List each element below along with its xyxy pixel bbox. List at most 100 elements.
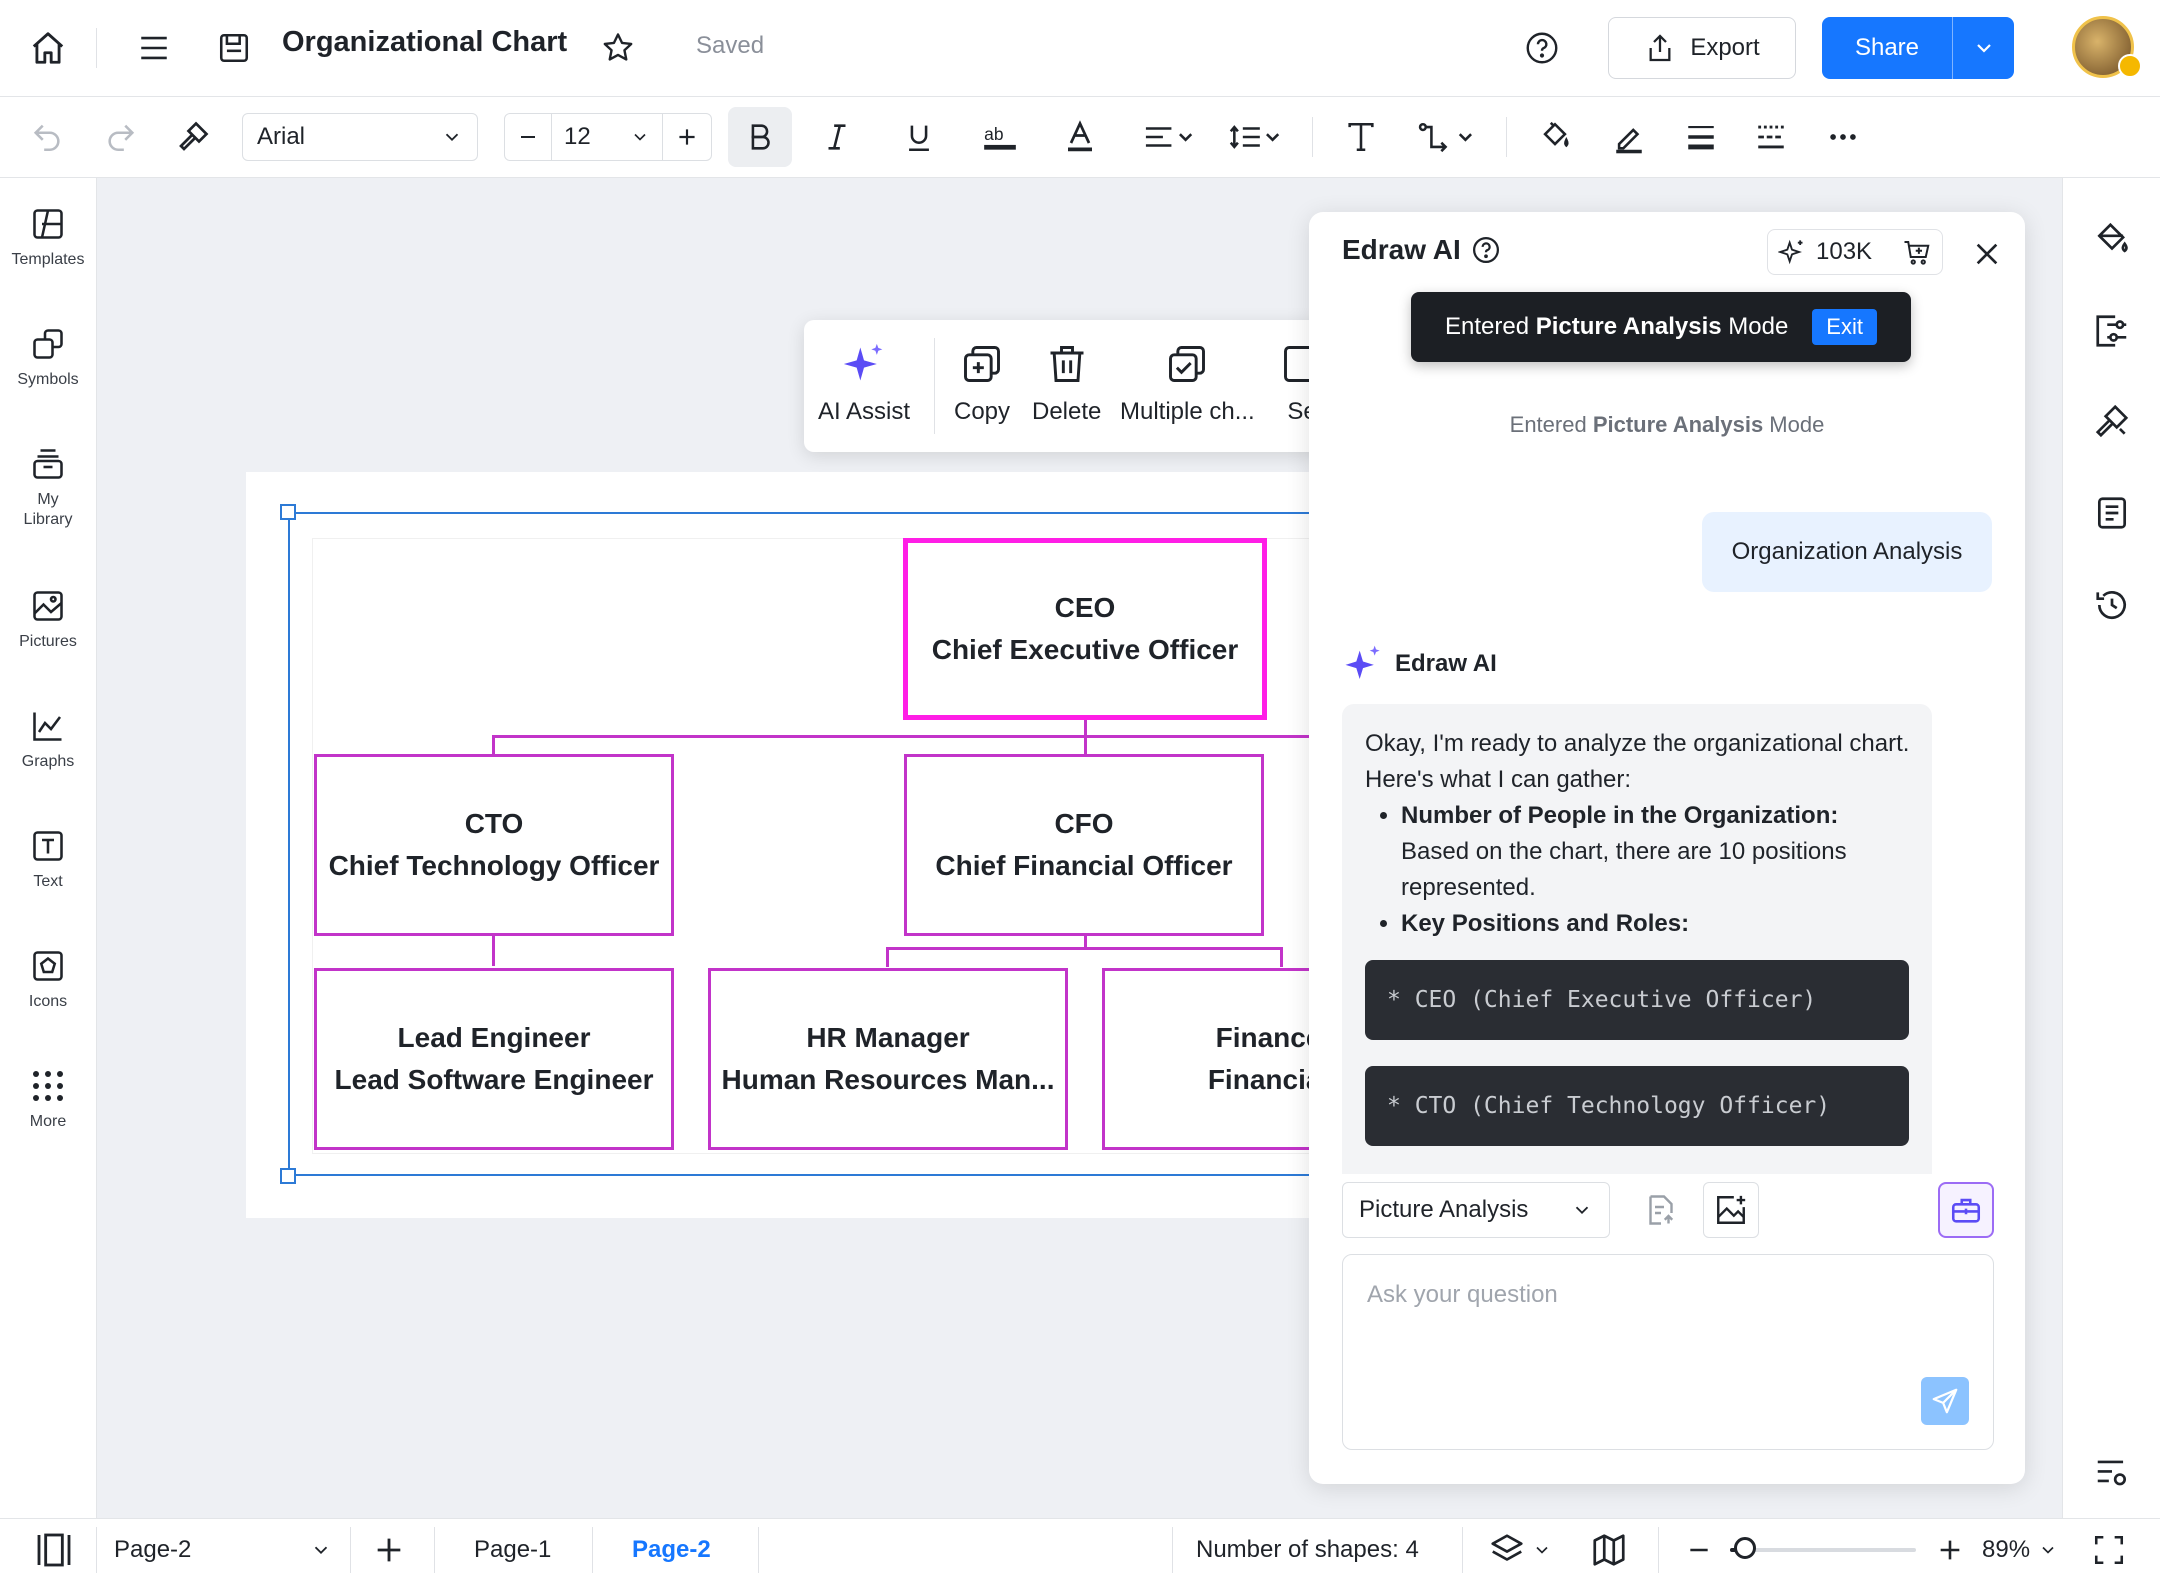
- strikethrough-text-icon[interactable]: ab: [974, 97, 1026, 177]
- layers-button[interactable]: [1488, 1519, 1552, 1581]
- line-weight-icon[interactable]: [1676, 97, 1726, 177]
- sidebar-item-icons[interactable]: Icons: [0, 948, 96, 1012]
- org-node-ceo[interactable]: CEO Chief Executive Officer: [903, 538, 1267, 720]
- sidebar-item-symbols[interactable]: Symbols: [0, 326, 96, 390]
- settings-list-icon[interactable]: [2087, 1448, 2137, 1498]
- ai-assist-button[interactable]: AI Assist: [818, 342, 910, 426]
- save-icon[interactable]: [210, 24, 258, 72]
- adjust-panel-icon[interactable]: [2087, 306, 2137, 356]
- exit-mode-button[interactable]: Exit: [1812, 309, 1877, 345]
- send-button[interactable]: [1921, 1377, 1969, 1425]
- org-node-hr-manager[interactable]: HR Manager Human Resources Man...: [708, 968, 1068, 1150]
- zoom-out-icon[interactable]: [1686, 1519, 1712, 1581]
- connector-icon[interactable]: [1410, 97, 1484, 177]
- code-block: * CTO (Chief Technology Officer): [1365, 1066, 1909, 1146]
- ai-panel-header: Edraw AI: [1342, 234, 1501, 266]
- share-label[interactable]: Share: [1822, 17, 1953, 79]
- send-icon: [1930, 1386, 1960, 1416]
- sidebar-item-pictures[interactable]: Pictures: [0, 588, 96, 652]
- fill-bucket-icon[interactable]: [2087, 214, 2137, 264]
- increase-size-button[interactable]: [662, 114, 711, 160]
- history-icon[interactable]: [2087, 580, 2137, 630]
- font-color-icon[interactable]: [1054, 97, 1106, 177]
- zoom-in-icon[interactable]: [1936, 1519, 1964, 1581]
- canvas-page[interactable]: CEO Chief Executive Officer CTO Chief Te…: [246, 472, 1316, 1218]
- cart-icon[interactable]: [1902, 237, 1932, 267]
- line-color-icon[interactable]: [1604, 97, 1654, 177]
- copy-button[interactable]: Copy: [954, 342, 1010, 426]
- sidebar-item-graphs[interactable]: Graphs: [0, 708, 96, 772]
- sidebar-item-templates[interactable]: Templates: [0, 206, 96, 270]
- italic-icon[interactable]: [812, 97, 862, 177]
- fullscreen-icon[interactable]: [2092, 1519, 2126, 1581]
- share-dropdown[interactable]: [1953, 17, 2014, 79]
- star-icon[interactable]: [594, 24, 642, 72]
- format-painter-icon[interactable]: [168, 97, 218, 177]
- toolbox-button[interactable]: [1938, 1182, 1994, 1238]
- document-title[interactable]: Organizational Chart: [282, 26, 567, 59]
- connector-line: [886, 947, 889, 967]
- zoom-select[interactable]: 89%: [1982, 1519, 2058, 1581]
- help-icon[interactable]: [1471, 235, 1501, 265]
- sidebar-item-text[interactable]: Text: [0, 828, 96, 892]
- connector-line: [886, 947, 1282, 950]
- share-button[interactable]: Share: [1822, 17, 2014, 79]
- sidebar-item-my-library[interactable]: My Library: [0, 446, 96, 530]
- upload-image-button[interactable]: [1703, 1182, 1759, 1238]
- page-list-icon[interactable]: [2087, 488, 2137, 538]
- page-panel-icon[interactable]: [34, 1519, 74, 1581]
- add-page-icon[interactable]: [372, 1519, 406, 1581]
- line-spacing-icon[interactable]: [1224, 97, 1290, 177]
- export-button[interactable]: Export: [1608, 17, 1796, 79]
- more-options-icon[interactable]: [1818, 97, 1868, 177]
- sidebar-item-label: More: [30, 1112, 66, 1132]
- org-node-cto[interactable]: CTO Chief Technology Officer: [314, 754, 674, 936]
- plus-icon: [674, 124, 700, 150]
- sidebar-item-label: My Library: [24, 490, 73, 530]
- org-node-cfo[interactable]: CFO Chief Financial Officer: [904, 754, 1264, 936]
- close-icon[interactable]: [1967, 234, 2007, 274]
- tab-page-1[interactable]: Page-1: [474, 1519, 551, 1581]
- line-style-icon[interactable]: [1746, 97, 1796, 177]
- zoom-slider[interactable]: [1730, 1548, 1916, 1552]
- assistant-name: Edraw AI: [1395, 650, 1497, 678]
- divider: [350, 1527, 351, 1573]
- style-brush-icon[interactable]: [2087, 396, 2137, 446]
- zoom-slider-handle[interactable]: [1734, 1537, 1756, 1559]
- question-placeholder: Ask your question: [1367, 1281, 1558, 1309]
- resize-handle[interactable]: [280, 1168, 296, 1184]
- resize-handle[interactable]: [280, 504, 296, 520]
- node-abbr: CFO: [1054, 803, 1113, 845]
- node-abbr: CEO: [1055, 587, 1116, 629]
- ai-credits[interactable]: 103K: [1767, 229, 1943, 275]
- sidebar-item-more[interactable]: More: [0, 1068, 96, 1132]
- shape-context-menu: AI Assist Copy Delete Multiple ch... Se: [804, 320, 1324, 452]
- font-size-select[interactable]: 12: [552, 114, 662, 160]
- assistant-message-text: Okay, I'm ready to analyze the organizat…: [1365, 726, 1925, 942]
- map-icon[interactable]: [1590, 1519, 1628, 1581]
- page-select[interactable]: Page-2: [114, 1519, 332, 1581]
- align-dropdown-icon[interactable]: [1138, 97, 1202, 177]
- text-tool-icon[interactable]: [1336, 97, 1386, 177]
- menu-icon[interactable]: [130, 24, 178, 72]
- font-family-select[interactable]: Arial: [242, 113, 478, 161]
- redo-icon[interactable]: [96, 97, 146, 177]
- fill-color-icon[interactable]: [1530, 97, 1580, 177]
- divider: [592, 1527, 593, 1573]
- question-input[interactable]: Ask your question: [1342, 1254, 1994, 1450]
- premium-badge-icon: [2118, 54, 2142, 78]
- multiple-choice-button[interactable]: Multiple ch...: [1120, 342, 1255, 426]
- undo-icon[interactable]: [22, 97, 72, 177]
- analysis-mode-select[interactable]: Picture Analysis: [1342, 1182, 1610, 1238]
- decrease-size-button[interactable]: [505, 114, 552, 160]
- underline-icon[interactable]: [894, 97, 944, 177]
- node-abbr: HR Manager: [806, 1017, 969, 1059]
- delete-button[interactable]: Delete: [1032, 342, 1101, 426]
- upload-file-icon[interactable]: [1635, 1184, 1687, 1236]
- home-icon[interactable]: [24, 24, 72, 72]
- org-node-lead-engineer[interactable]: Lead Engineer Lead Software Engineer: [314, 968, 674, 1150]
- tab-page-2[interactable]: Page-2: [632, 1519, 711, 1581]
- help-icon[interactable]: [1518, 24, 1566, 72]
- bold-icon[interactable]: [728, 97, 792, 177]
- chevron-down-icon: [630, 127, 650, 147]
